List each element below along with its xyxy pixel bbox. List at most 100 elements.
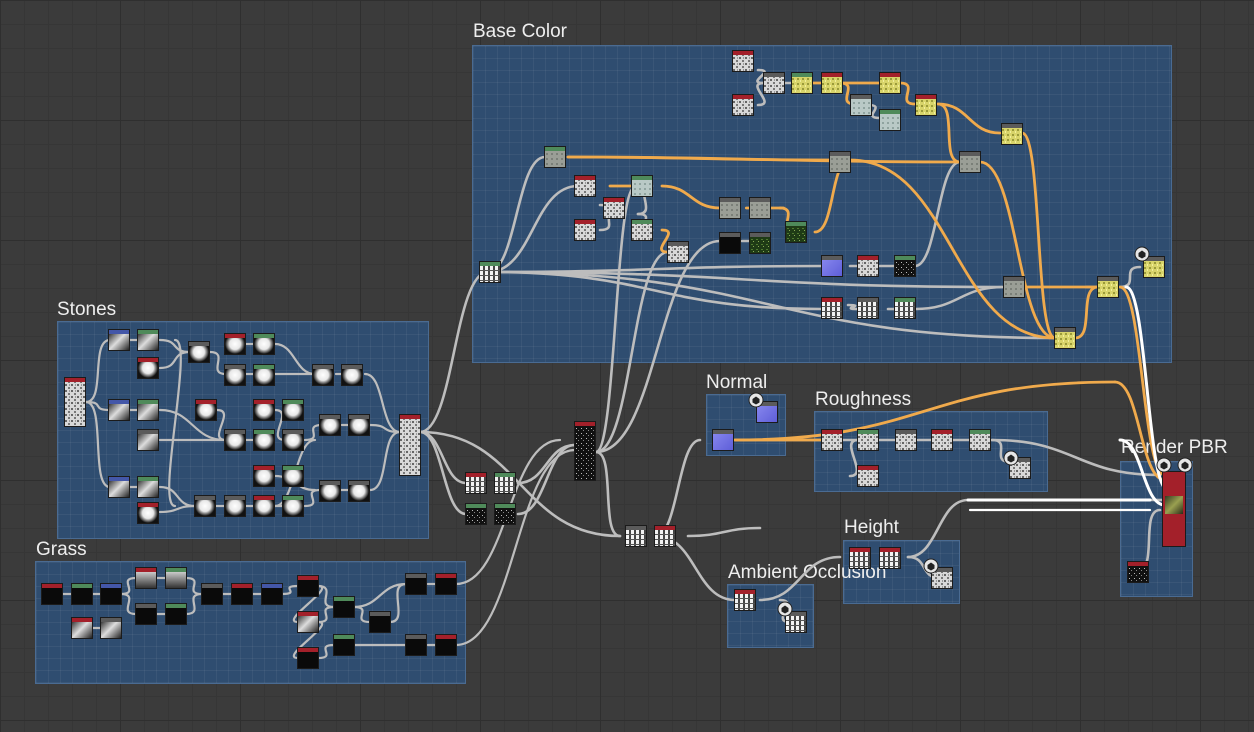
graph-node[interactable] [405,634,427,656]
graph-node[interactable] [137,399,159,421]
graph-node[interactable] [405,573,427,595]
graph-node[interactable] [71,583,93,605]
graph-node[interactable] [479,261,501,283]
graph-node[interactable] [333,596,355,618]
graph-node[interactable] [821,255,843,277]
graph-node[interactable] [719,197,741,219]
graph-node[interactable] [137,476,159,498]
graph-node[interactable] [253,333,275,355]
graph-node[interactable] [1127,561,1149,583]
cube-icon[interactable] [1134,246,1150,262]
graph-node[interactable] [494,472,516,494]
frame-roughness[interactable] [814,411,1048,492]
graph-node[interactable] [282,429,304,451]
graph-node[interactable] [1054,327,1076,349]
graph-node[interactable] [261,583,283,605]
graph-node[interactable] [785,611,807,633]
graph-node[interactable] [849,547,871,569]
graph-node[interactable] [71,617,93,639]
graph-node[interactable] [915,94,937,116]
graph-node[interactable] [201,583,223,605]
graph-node[interactable] [734,589,756,611]
graph-node[interactable] [282,399,304,421]
graph-node[interactable] [574,219,596,241]
graph-node[interactable] [857,255,879,277]
graph-node[interactable] [969,429,991,451]
graph-node[interactable] [894,255,916,277]
graph-node[interactable] [399,414,421,476]
graph-node[interactable] [625,525,647,547]
graph-node[interactable] [879,72,901,94]
graph-node[interactable] [282,465,304,487]
graph-node[interactable] [224,429,246,451]
graph-node[interactable] [879,109,901,131]
graph-node[interactable] [135,603,157,625]
graph-node[interactable] [763,72,785,94]
graph-node[interactable] [137,357,159,379]
graph-node[interactable] [319,414,341,436]
graph-node[interactable] [231,583,253,605]
graph-node[interactable] [879,547,901,569]
graph-node[interactable] [253,495,275,517]
graph-node[interactable] [108,476,130,498]
graph-node[interactable] [749,197,771,219]
frame-title-grass[interactable]: Grass [36,539,87,560]
graph-node[interactable] [791,72,813,94]
graph-node[interactable] [894,297,916,319]
graph-node[interactable] [732,50,754,72]
graph-node[interactable] [712,429,734,451]
graph-node[interactable] [100,617,122,639]
graph-node[interactable] [165,567,187,589]
graph-node[interactable] [895,429,917,451]
graph-node[interactable] [654,525,676,547]
frame-title-normal[interactable]: Normal [706,372,768,393]
graph-node[interactable] [108,329,130,351]
graph-node[interactable] [137,502,159,524]
graph-node[interactable] [850,94,872,116]
graph-node[interactable] [253,364,275,386]
graph-node[interactable] [631,175,653,197]
graph-node[interactable] [1143,256,1165,278]
graph-node[interactable] [1001,123,1023,145]
graph-node[interactable] [348,480,370,502]
graph-node[interactable] [857,465,879,487]
render-icon[interactable] [1177,457,1193,473]
graph-node[interactable] [732,94,754,116]
graph-node[interactable] [544,146,566,168]
graph-node[interactable] [785,221,807,243]
graph-node[interactable] [574,175,596,197]
graph-node[interactable] [297,575,319,597]
graph-node[interactable] [108,399,130,421]
graph-node[interactable] [829,151,851,173]
frame-title-render-pbr[interactable]: Render PBR [1121,437,1228,458]
graph-node[interactable] [224,495,246,517]
graph-node[interactable] [188,341,210,363]
graph-node[interactable] [253,429,275,451]
render-pbr-node[interactable] [1162,471,1186,547]
graph-node[interactable] [297,611,319,633]
graph-node[interactable] [319,480,341,502]
graph-node[interactable] [857,429,879,451]
graph-node[interactable] [224,333,246,355]
cube-icon[interactable] [923,558,939,574]
graph-node[interactable] [821,72,843,94]
cube-icon[interactable] [1003,450,1019,466]
graph-node[interactable] [465,503,487,525]
render-icon[interactable] [1156,457,1172,473]
graph-node[interactable] [494,503,516,525]
graph-node[interactable] [821,297,843,319]
graph-node[interactable] [603,197,625,219]
graph-node[interactable] [931,429,953,451]
graph-node[interactable] [574,421,596,481]
graph-node[interactable] [667,241,689,263]
frame-title-height[interactable]: Height [844,517,899,538]
graph-node[interactable] [41,583,63,605]
graph-node[interactable] [224,364,246,386]
graph-node[interactable] [297,647,319,669]
graph-node[interactable] [282,495,304,517]
graph-node[interactable] [312,364,334,386]
frame-title-roughness[interactable]: Roughness [815,389,912,410]
graph-node[interactable] [195,399,217,421]
graph-node[interactable] [64,377,86,427]
